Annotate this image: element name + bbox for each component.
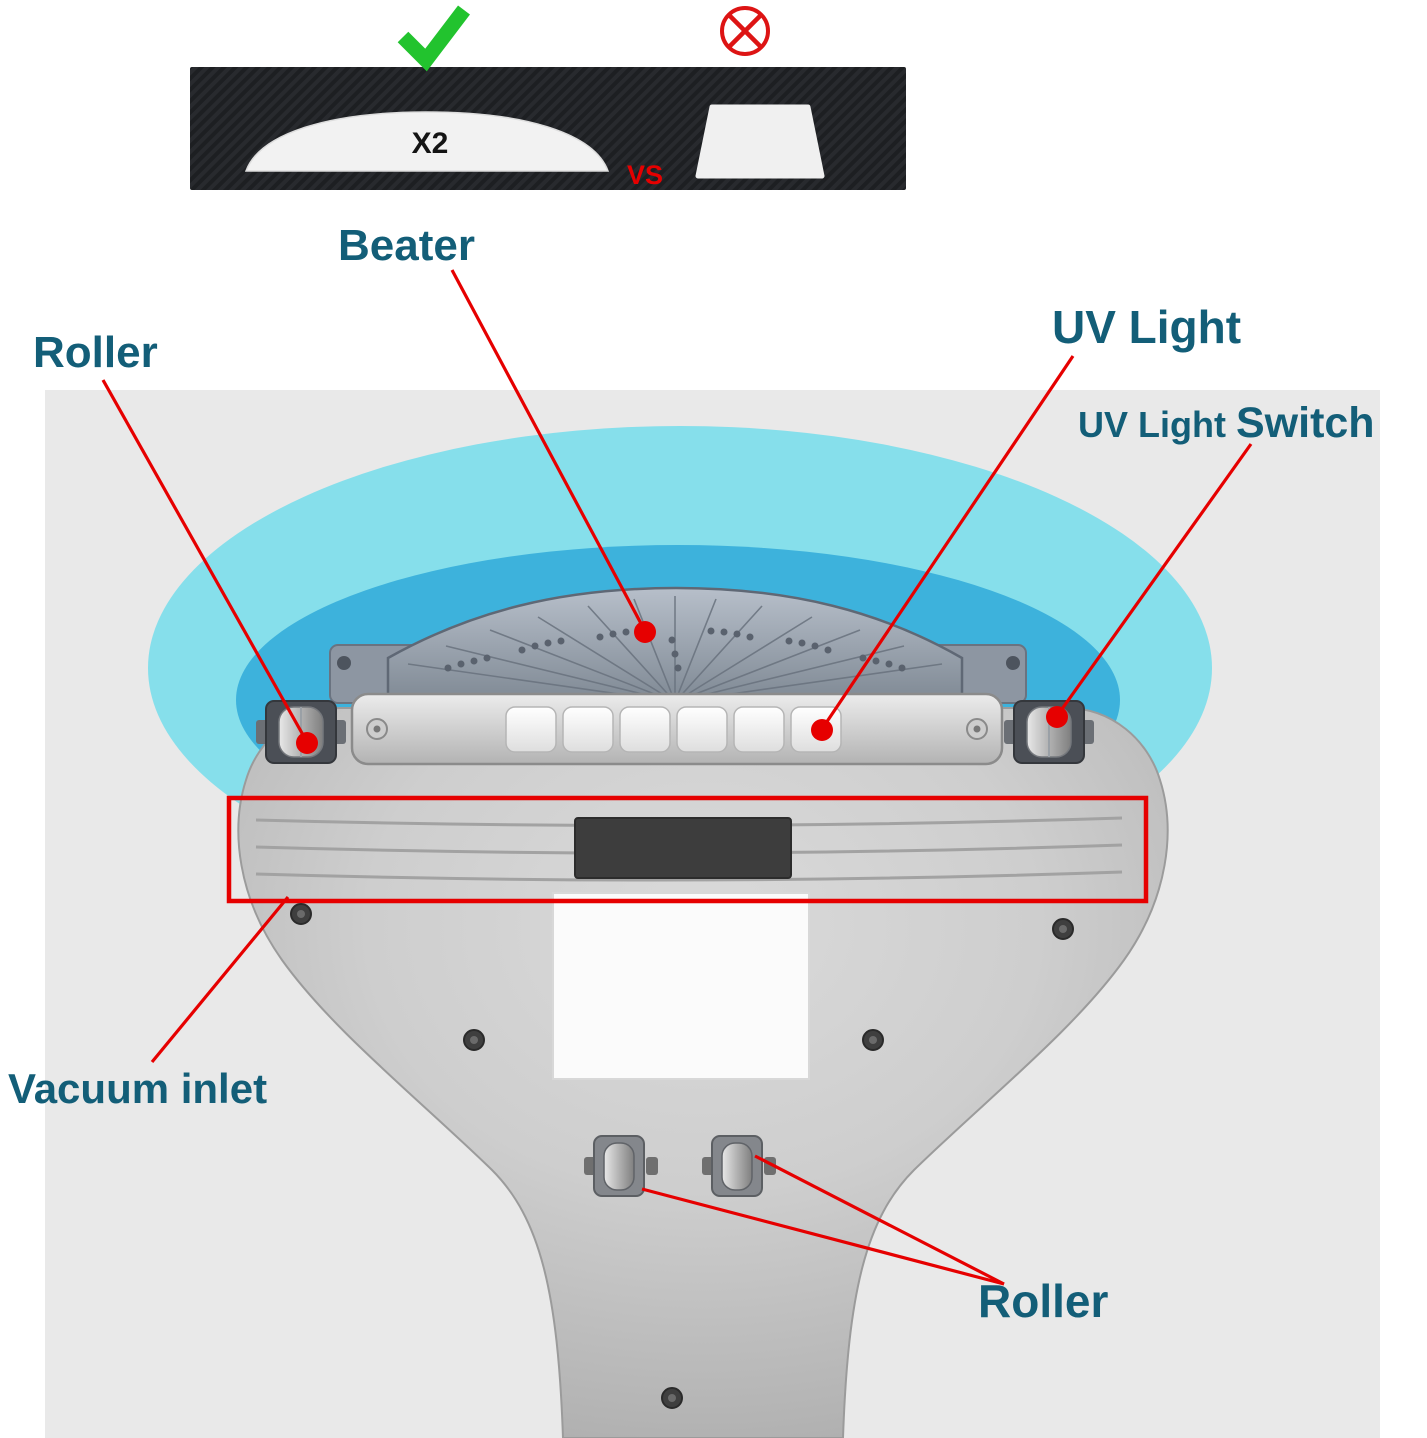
uv-switch-word: Switch	[1236, 399, 1375, 447]
screws	[290, 903, 1074, 1409]
comparison-banner	[190, 67, 906, 190]
beater-callout-line	[450, 269, 647, 632]
uv-light-callout-line	[820, 355, 1075, 730]
bottom-roller-left-illustration	[584, 1135, 658, 1197]
uv-light-bar	[350, 692, 1004, 766]
beater-label: Beater	[338, 221, 475, 270]
roller-left-callout-line	[101, 379, 309, 743]
roller-bottom-callout-line-2	[754, 1154, 1005, 1286]
vacuum-inlet-callout-line	[150, 895, 290, 1064]
cross-circle-icon	[720, 6, 770, 56]
roller-bottom-label: Roller	[978, 1275, 1109, 1327]
beater-vent-dots	[444, 627, 906, 672]
vacuum-inlet-label: Vacuum inlet	[8, 1065, 268, 1112]
callout-dots	[296, 621, 1068, 754]
check-icon	[397, 5, 470, 72]
label-sticker	[552, 892, 810, 1080]
beater-dot	[634, 621, 656, 643]
uv-light-switch-label: UV Light Switch	[1078, 402, 1375, 445]
uv-switch-dot	[1046, 706, 1068, 728]
x2-label: X2	[411, 127, 449, 160]
beater-illustration	[386, 586, 964, 704]
uv-lamp	[676, 706, 728, 753]
uv-lamp	[562, 706, 614, 753]
uv-lamp	[505, 706, 557, 753]
uv-light-dot	[811, 719, 833, 741]
roller-bottom-callout-line-1	[641, 1187, 1005, 1286]
inlet-opening	[574, 817, 792, 879]
correct-beater-pad-shape	[244, 111, 610, 172]
wrong-pad-shape	[695, 104, 825, 179]
uv-switch-callout-line	[1055, 443, 1253, 717]
uv-lamp	[619, 706, 671, 753]
roller-left-dot	[296, 732, 318, 754]
uv-switch-prefix: UV Light	[1078, 404, 1226, 445]
vs-label: VS	[627, 160, 664, 190]
uv-lamp	[733, 706, 785, 753]
uv-light-label: UV Light	[1052, 301, 1242, 353]
callout-lines	[101, 269, 1253, 1286]
vacuum-inlet-outline	[226, 795, 1149, 904]
roller-left-label: Roller	[33, 328, 158, 377]
